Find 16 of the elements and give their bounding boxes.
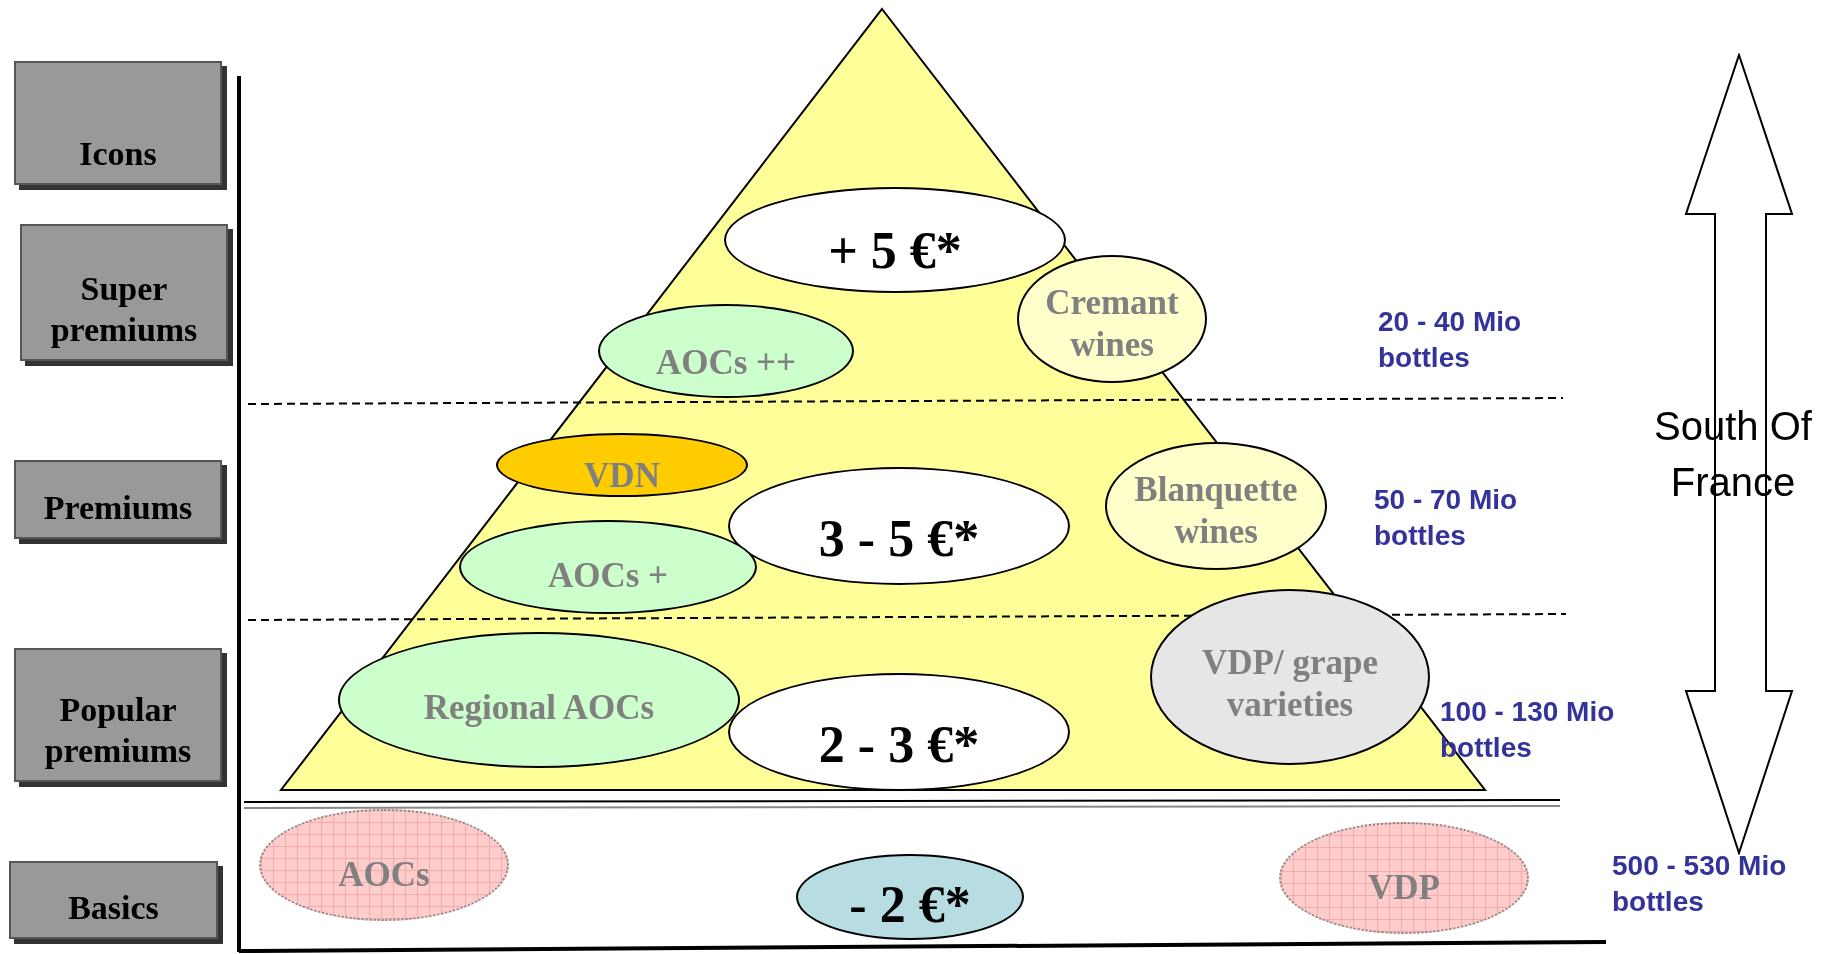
price-label: + 5 €* (828, 225, 962, 277)
category-label: AOCs (338, 853, 430, 896)
category-label: VDP/ grape varieties (1201, 642, 1379, 726)
volume-label: 500 - 530 Mio bottles (1612, 849, 1788, 920)
price-label: 2 - 3 €* (818, 719, 980, 771)
category-label: AOCs ++ (654, 342, 797, 384)
price-label: 3 - 5 €* (818, 513, 980, 565)
category-label: AOCs + (546, 555, 670, 597)
category-label: VDP (1368, 866, 1440, 909)
category-label: VDN (583, 455, 661, 497)
volume-label: 50 - 70 Mio bottles (1374, 483, 1519, 554)
category-label: Cremant wines (1044, 282, 1180, 366)
price-label: - 2 €* (849, 879, 971, 931)
volume-label: 20 - 40 Mio bottles (1378, 305, 1523, 376)
category-label: Blanquette wines (1133, 469, 1299, 553)
category-label: Regional AOCs (422, 687, 656, 729)
